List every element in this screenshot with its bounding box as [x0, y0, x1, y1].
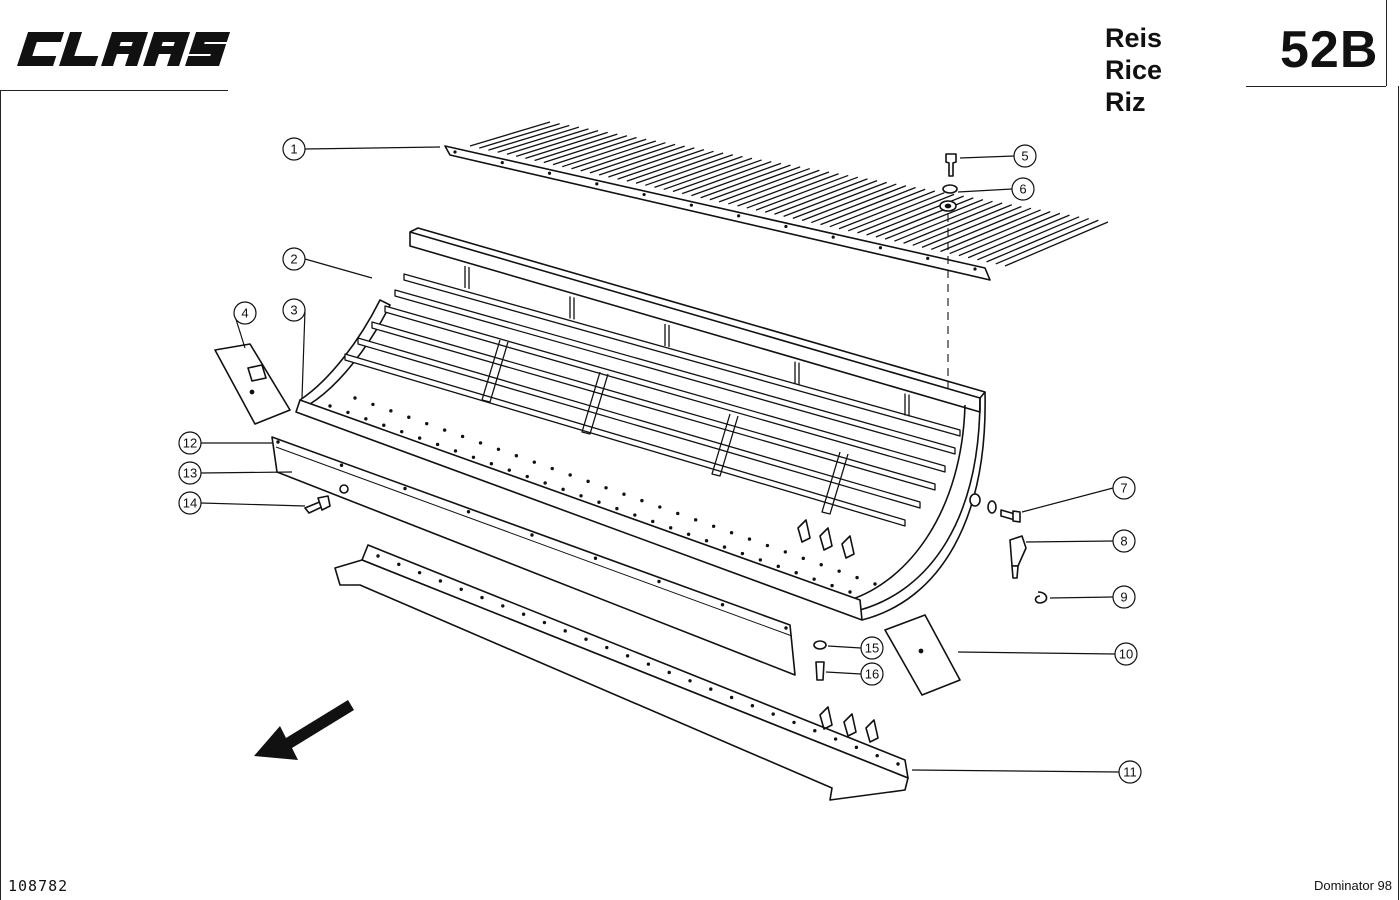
callout-9: 9: [1049, 585, 1136, 609]
callout-number: 13: [183, 466, 197, 481]
callout-number: 3: [290, 303, 297, 318]
title-fr: Riz: [1105, 87, 1146, 117]
part-5-bolt: [945, 153, 957, 177]
part-7-fasteners: [969, 493, 1021, 523]
border-right: [1386, 0, 1387, 86]
callout-number: 5: [1021, 149, 1028, 164]
callout-1: 1: [282, 137, 441, 161]
callout-number: 9: [1120, 590, 1127, 605]
part-8-lever: [1009, 535, 1027, 579]
drawing-number: 108782: [8, 877, 69, 895]
part-12-front-plate: [271, 436, 796, 676]
callout-number: 14: [183, 496, 197, 511]
callout-number: 7: [1120, 481, 1127, 496]
travel-direction-arrow-icon: [254, 700, 354, 760]
callout-number: 8: [1120, 534, 1127, 549]
callout-16: 16: [825, 662, 884, 686]
title-en: Rice: [1105, 55, 1163, 85]
callout-number: 1: [290, 142, 297, 157]
title-block: Reis Rice Riz: [1105, 22, 1162, 118]
callout-6: 6: [957, 177, 1035, 201]
callout-10: 10: [957, 642, 1138, 666]
callout-number: 4: [241, 306, 248, 321]
callout-7: 7: [1021, 476, 1136, 513]
callout-11: 11: [911, 760, 1142, 784]
callout-13: 13: [178, 461, 293, 485]
callout-number: 16: [865, 667, 879, 682]
callout-12: 12: [178, 431, 272, 455]
callout-number: 11: [1123, 765, 1137, 780]
callout-number: 10: [1119, 647, 1133, 662]
header-rule-right: [1246, 86, 1386, 87]
callout-number: 15: [865, 641, 879, 656]
part-6-washers: [939, 184, 958, 212]
part-9-clip: [1034, 591, 1048, 604]
callout-number: 6: [1019, 182, 1026, 197]
part-10-plate: [884, 614, 961, 696]
part-2-3-concave-cage: [295, 227, 986, 621]
claas-wordmark-logo: [17, 32, 231, 66]
model-name: Dominator 98: [1313, 878, 1392, 893]
callout-14: 14: [178, 491, 306, 515]
border-right-lower: [1398, 86, 1399, 900]
callout-4: 4: [233, 301, 257, 349]
callout-3: 3: [282, 298, 306, 399]
page-number: 52B: [1280, 21, 1379, 79]
part-15-nut: [813, 640, 827, 650]
callout-5: 5: [959, 144, 1037, 168]
part-14-bolt: [304, 495, 331, 514]
callout-8: 8: [1025, 529, 1136, 553]
callout-number: 2: [290, 252, 297, 267]
callout-2: 2: [282, 247, 373, 279]
callout-number: 12: [183, 436, 197, 451]
callout-15: 15: [827, 636, 884, 660]
title-de: Reis: [1105, 23, 1163, 53]
header-rule-left: [0, 90, 228, 91]
border-left: [0, 90, 1, 900]
part-16-bolt: [815, 661, 825, 681]
part-4-side-plate: [214, 343, 291, 425]
part-11-bottom-rail: [334, 519, 909, 801]
part-1-comb-strip: [444, 121, 1109, 281]
